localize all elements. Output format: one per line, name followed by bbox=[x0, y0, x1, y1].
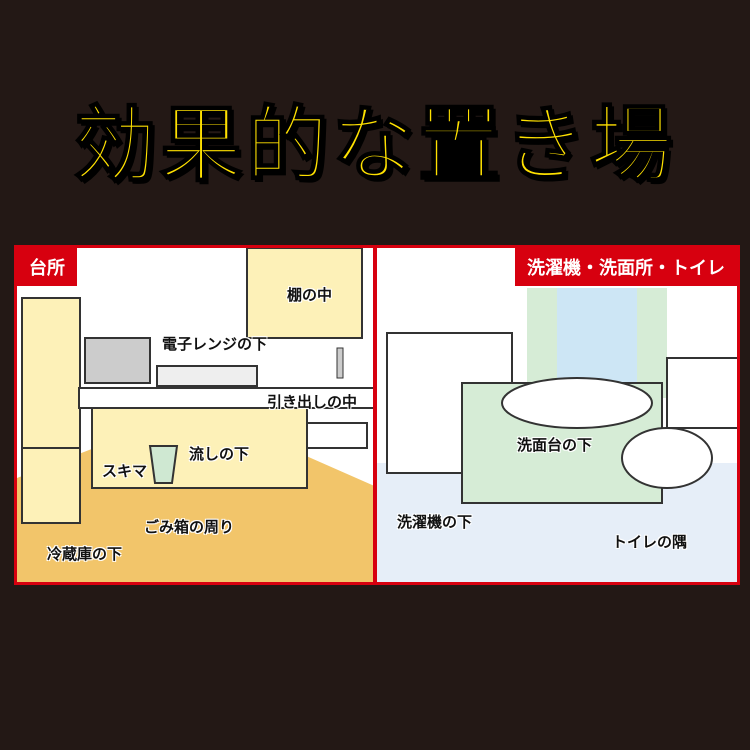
label-microwave: 電子レンジの下 bbox=[162, 335, 268, 353]
label-fridge: 冷蔵庫の下 bbox=[47, 545, 123, 563]
bathroom-tag: 洗濯機・洗面所・トイレ bbox=[515, 248, 737, 286]
label-sink: 流しの下 bbox=[189, 445, 250, 463]
label-washbasin: 洗面台の下 bbox=[517, 436, 593, 454]
kitchen-illustration bbox=[17, 248, 373, 582]
kitchen-panel: 台所 棚の中 電子レンジの下 引き出しの中 流しの下 スキマ ごみ箱の周り 冷蔵… bbox=[14, 245, 376, 585]
label-toilet: トイレの隅 bbox=[612, 533, 688, 551]
bathroom-illustration bbox=[377, 248, 737, 582]
label-shelf: 棚の中 bbox=[287, 286, 333, 304]
kitchen-tag: 台所 bbox=[17, 248, 77, 286]
page-title: 効果的な置き場 bbox=[73, 97, 676, 194]
label-trash: ごみ箱の周り bbox=[144, 518, 235, 536]
bathroom-panel: 洗濯機・洗面所・トイレ 洗面台の下 洗濯機の下 トイレの隅 bbox=[374, 245, 740, 585]
label-drawer: 引き出しの中 bbox=[267, 393, 358, 411]
label-washer: 洗濯機の下 bbox=[397, 513, 473, 531]
label-gap: スキマ bbox=[102, 462, 148, 480]
